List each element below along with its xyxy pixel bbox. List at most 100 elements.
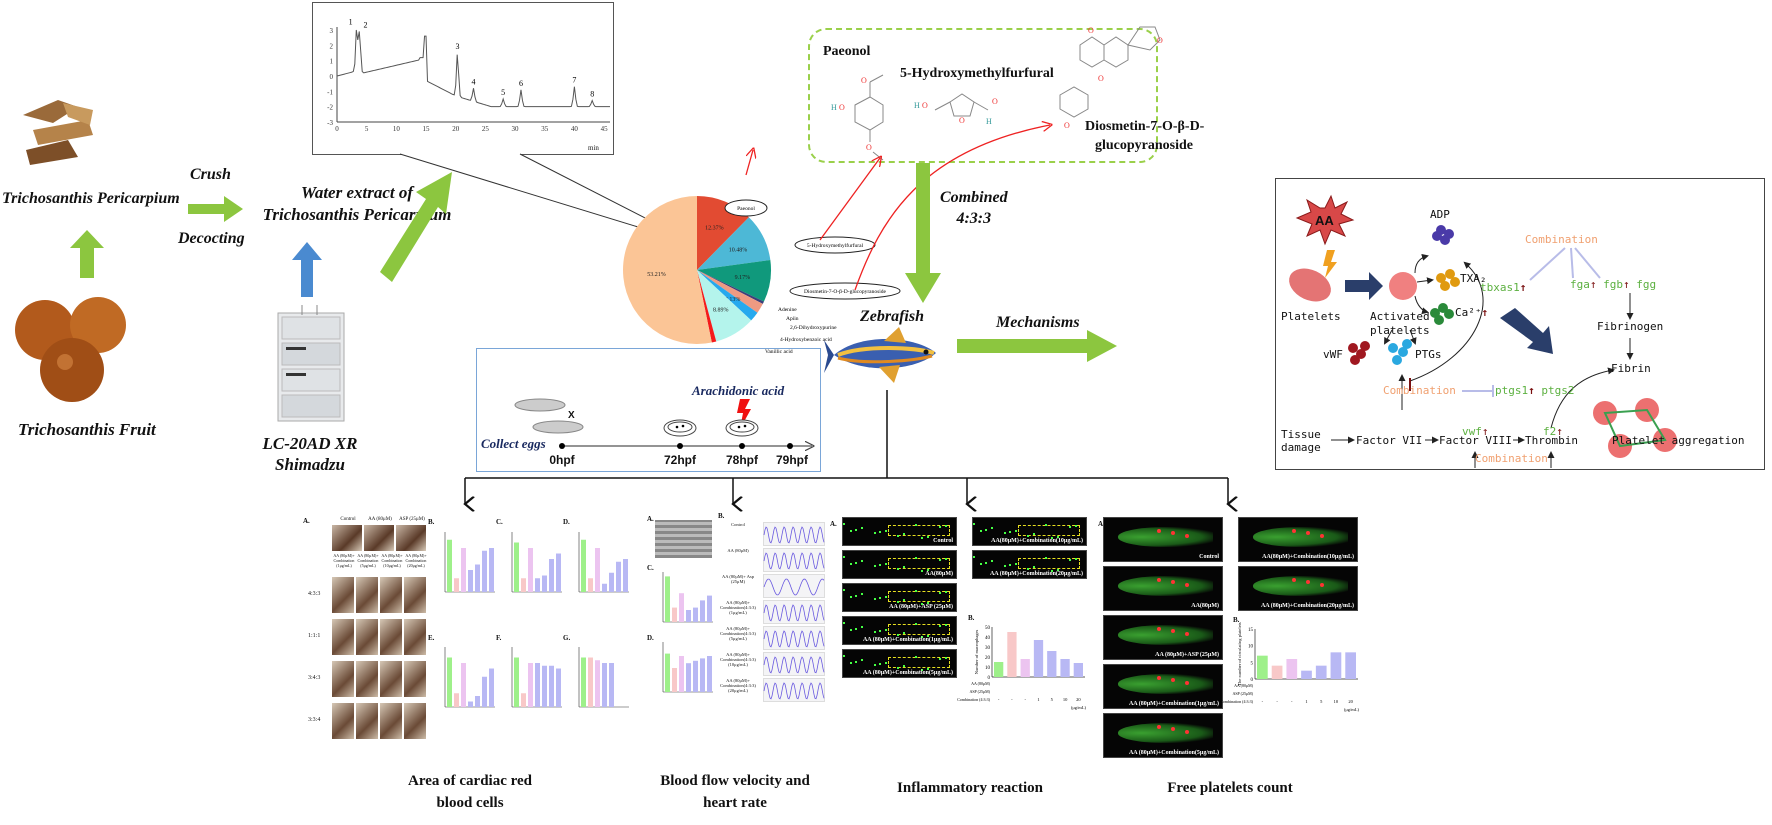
f2-gene-label: f2↑: [1543, 425, 1563, 438]
macrophage-dot: [873, 631, 876, 634]
cardiac-title-1: Area of cardiac red: [408, 773, 532, 789]
y-tick-label: 10: [985, 666, 991, 671]
combo-column-label: AA (80μM)+ Combination (5μg/mL): [357, 553, 379, 568]
macrophage-dot: [861, 593, 864, 596]
mini-bar: [672, 607, 677, 622]
mini-bar: [707, 595, 712, 622]
pie-slice: [623, 196, 712, 344]
macrophage-dot: [873, 532, 876, 535]
macrophage-dot: [991, 560, 994, 563]
tissue-damage-label: Tissue damage: [1281, 428, 1321, 454]
combo-column-label: AA (80μM)+ Combination (10μg/mL): [381, 553, 403, 568]
macrophage-dot: [1009, 530, 1012, 533]
trace-row-label: AA (80μM)+ Combination(4:3:3) (20μg/mL): [720, 678, 756, 693]
larva-body: [1118, 527, 1213, 547]
combination-coag-label: Combination: [1475, 452, 1548, 465]
trace-row-label: AA (80μM)+ Combination(4:3:3) (5μg/mL): [720, 626, 756, 641]
larva-body: [1253, 527, 1348, 547]
trace-line: [763, 552, 825, 570]
cardiac-title-2: blood cells: [436, 795, 504, 811]
peak-label: 3: [455, 42, 459, 51]
peak-label: 2: [364, 21, 368, 30]
y-tick-label: 15: [1248, 628, 1254, 633]
macrophage-dot: [920, 669, 923, 672]
ratio-label: 3:4:3: [308, 675, 321, 681]
down-arrow-combined: [905, 163, 941, 303]
macrophage-dot: [915, 523, 918, 526]
arachidonic-label: Arachidonic acid: [692, 383, 785, 398]
chromatogram-unit: min: [588, 144, 599, 152]
macrophage-dot: [1003, 565, 1006, 568]
mini-bar: [468, 570, 473, 592]
pie-value-label: 10.48%: [729, 247, 748, 253]
mini-bar: [700, 658, 705, 692]
platelets-panel-b: B.: [1233, 616, 1240, 624]
macrophage-dot: [1056, 535, 1059, 538]
macrophage-dot: [843, 655, 845, 658]
image-caption: AA (80μM)+Combination(20μg/mL): [989, 571, 1083, 577]
mini-bar: [700, 600, 705, 622]
ptgs1-label: ptgs1: [1495, 384, 1529, 397]
blood-panel-c: C.: [647, 564, 654, 572]
chromatogram-trace: [336, 29, 610, 108]
platelet-dot: [1157, 675, 1162, 680]
x-tick-label: 35: [541, 125, 549, 133]
macrophage-dot: [873, 664, 876, 667]
petri-dish-72: [663, 419, 697, 437]
platelet-dot: [1320, 533, 1325, 538]
trace-line: [763, 682, 825, 700]
bar: [1033, 640, 1044, 677]
activated-platelets-label: Activated platelets: [1370, 310, 1430, 338]
pie-slice: [697, 270, 717, 343]
pie-legend-label: 4-Hydroxybenzoic acid: [780, 337, 832, 343]
macrophage-dot: [1009, 563, 1012, 566]
svg-text:O: O: [866, 143, 872, 152]
fruit-label: Trichosanthis Fruit: [18, 420, 156, 439]
combination-ptgs-label: Combination: [1383, 384, 1456, 397]
mini-bar: [549, 559, 554, 592]
mini-bar: [679, 656, 684, 692]
mini-bar: [528, 548, 533, 592]
pie-slice: [697, 260, 771, 302]
mini-bar: [665, 653, 670, 692]
dried-peel-icon: [23, 100, 93, 165]
image-caption: AA (80μM)+ASP (25μM): [889, 604, 953, 610]
vwf-gene-text: vwf: [1462, 425, 1482, 438]
macrophage-dot: [902, 566, 905, 569]
ptgs-genes: ptgs1↑ ptgs2: [1495, 384, 1575, 397]
macrophage-dot: [879, 629, 882, 632]
cardiac-panel-b: B.: [428, 518, 435, 526]
macrophage-dot: [897, 534, 900, 537]
macrophage-dot: [855, 528, 858, 531]
pie-callout-ellipse: [789, 282, 901, 300]
heart-image: [332, 703, 354, 739]
mini-bar: [468, 701, 473, 707]
vwf-gene-label: vwf↑: [1462, 425, 1489, 438]
hmf-title: 5-Hydroxymethylfurfural: [900, 66, 1054, 81]
macrophage-dot: [849, 562, 852, 565]
roi-box: [888, 656, 951, 668]
dose-label: -: [1011, 697, 1013, 702]
larva-body: [1118, 625, 1213, 645]
macrophage-dot: [855, 660, 858, 663]
roi-box: [888, 623, 951, 635]
compound-box: [808, 28, 1158, 163]
pie-legend-label: Vanillic acid: [765, 349, 793, 355]
macrophage-dot: [843, 523, 845, 526]
larva-body: [1118, 723, 1213, 743]
mini-bar: [521, 693, 526, 707]
pie-slice: [697, 270, 764, 304]
mini-bar: [693, 660, 698, 692]
mech-text: AA Platelets Activated platelets ADP TXA…: [1275, 178, 1765, 470]
macrophage-dot: [855, 594, 858, 597]
macrophage-dot: [902, 632, 905, 635]
macrophage-dot: [926, 634, 929, 637]
macrophage-dot: [1074, 524, 1077, 527]
blood-title: Blood flow velocity and heart rate: [615, 770, 855, 814]
macrophage-dot: [939, 658, 942, 661]
macrophage-dot: [897, 633, 900, 636]
composition-pie: 12.37%10.48%9.17%2.13%8.89%0.98%53.21%Pa…: [623, 196, 901, 355]
